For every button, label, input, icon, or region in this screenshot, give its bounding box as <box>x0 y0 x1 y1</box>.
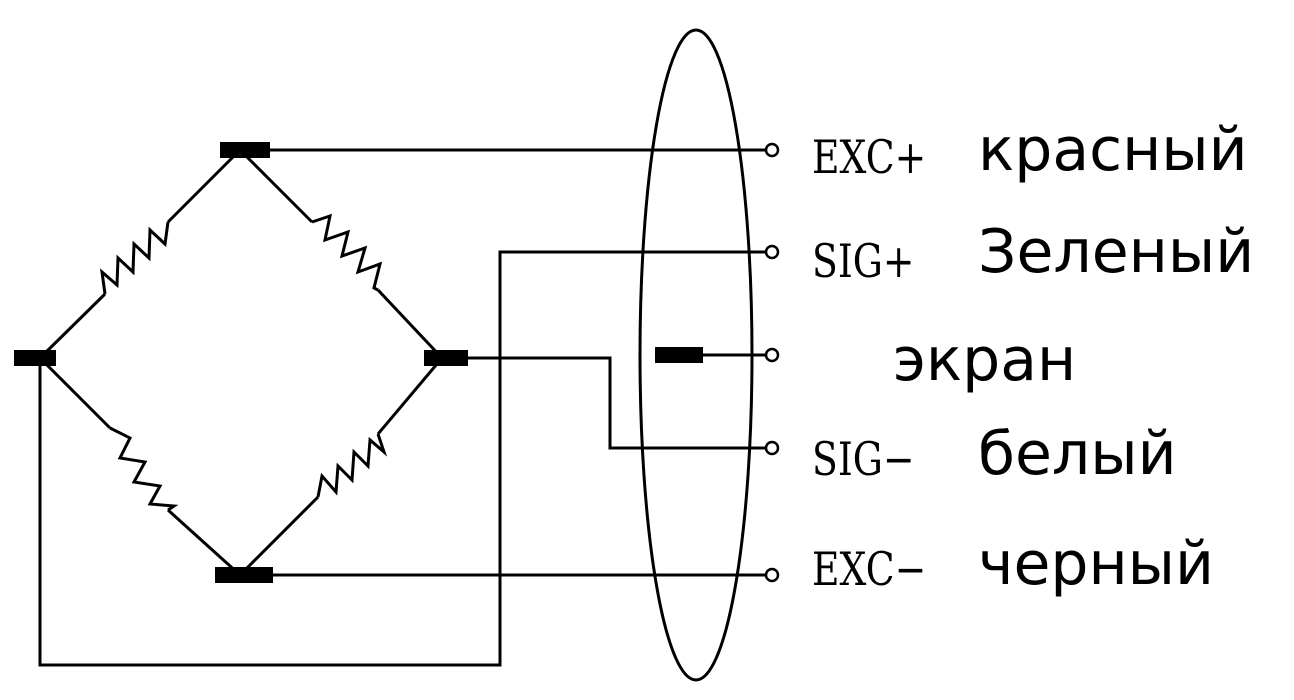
terminal-sig-plus <box>764 244 780 260</box>
bridge-arm-top-right <box>238 148 444 360</box>
exc-minus-code-label: EXC− <box>812 542 927 596</box>
exc-plus-color-label: красный <box>978 115 1248 185</box>
bridge-arm-bottom-left <box>38 356 242 577</box>
wire-sig-plus <box>38 250 766 667</box>
node-pad-bottom <box>215 567 273 583</box>
bridge-arm-bottom-right <box>238 357 444 577</box>
exc-plus-code-label: EXC+ <box>812 130 927 184</box>
terminal-sig-minus <box>764 440 780 456</box>
sig-plus-color-label: Зеленый <box>978 217 1255 287</box>
wire-sig-minus <box>442 356 766 450</box>
node-pad-top <box>220 142 270 158</box>
resistor-bottom-left <box>109 426 179 512</box>
sig-minus-code-label: SIG− <box>812 432 915 486</box>
shield-pad <box>655 347 703 363</box>
sig-plus-code-label: SIG+ <box>812 234 915 288</box>
terminal-exc-minus <box>764 567 780 583</box>
terminal-shield <box>764 347 780 363</box>
terminal-exc-plus <box>764 142 780 158</box>
resistor-bottom-right <box>316 433 388 498</box>
cable-bundle-ellipse <box>638 28 754 682</box>
shield-color-label: экран <box>893 325 1077 395</box>
sig-minus-color-label: белый <box>978 419 1177 489</box>
bridge-arm-top-left <box>38 148 242 360</box>
node-pad-left <box>14 350 56 366</box>
resistor-top-left <box>99 221 170 295</box>
resistor-top-right <box>311 213 383 292</box>
node-pad-right <box>424 350 468 366</box>
connection-wires <box>38 148 766 667</box>
exc-minus-color-label: черный <box>978 529 1215 599</box>
